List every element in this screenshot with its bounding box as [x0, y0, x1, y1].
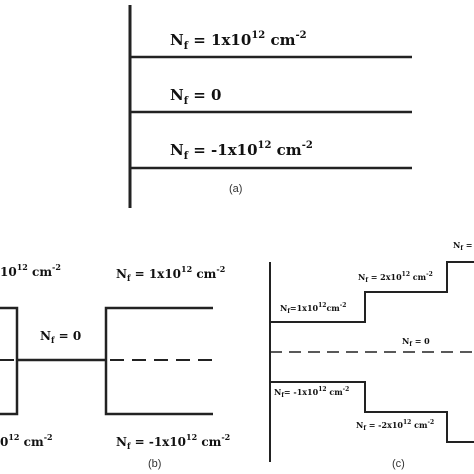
- panel-a-caption: (a): [229, 183, 242, 195]
- panel-a-label-minus1: Nf = -1x1012 cm-2: [170, 140, 313, 162]
- panel-c: Nf = Nf = 2x1012 cm-2 Nf=1x1012cm-2 Nf =…: [269, 240, 474, 470]
- panel-c-label-zero: Nf = 0: [402, 336, 430, 348]
- panel-c-label-minus1: Nf= -1x1012 cm-2: [274, 386, 349, 399]
- panel-c-caption: (c): [392, 458, 405, 470]
- panel-b-label-left-bottom: 012 cm-2: [0, 432, 53, 449]
- panel-b-label-right-top: Nf = 1x1012 cm-2: [116, 264, 225, 283]
- panel-a-label-zero: Nf = 0: [170, 86, 221, 107]
- panel-c-label-minus2: Nf = -2x1012 cm-2: [356, 419, 434, 432]
- panel-b-caption: (b): [148, 458, 161, 470]
- panel-b-label-right-bottom: Nf = -1x1012 cm-2: [116, 432, 230, 451]
- panel-c-label-top-edge: Nf =: [453, 240, 472, 252]
- panel-a-label-plus1: Nf = 1x1012 cm-2: [170, 30, 307, 52]
- panel-b-left-well-top: [0, 306, 19, 360]
- panel-b-right-well: [104, 306, 213, 416]
- panel-c-lower-staircase: [270, 381, 474, 443]
- panel-c-label-plus2: Nf = 2x1012 cm-2: [358, 271, 433, 284]
- panel-a: Nf = 1x1012 cm-2 Nf = 0 Nf = -1x1012 cm-…: [128, 5, 412, 208]
- panel-b: 1012 cm-2 012 cm-2 Nf = 0 Nf = 1x1012 cm…: [0, 262, 230, 470]
- panel-b-left-well-bottom: [0, 360, 19, 416]
- panel-c-label-plus1: Nf=1x1012cm-2: [280, 302, 346, 315]
- panel-b-label-left-top: 1012 cm-2: [0, 262, 61, 279]
- panel-c-upper-staircase: [270, 261, 474, 323]
- panel-b-label-center: Nf = 0: [40, 329, 81, 345]
